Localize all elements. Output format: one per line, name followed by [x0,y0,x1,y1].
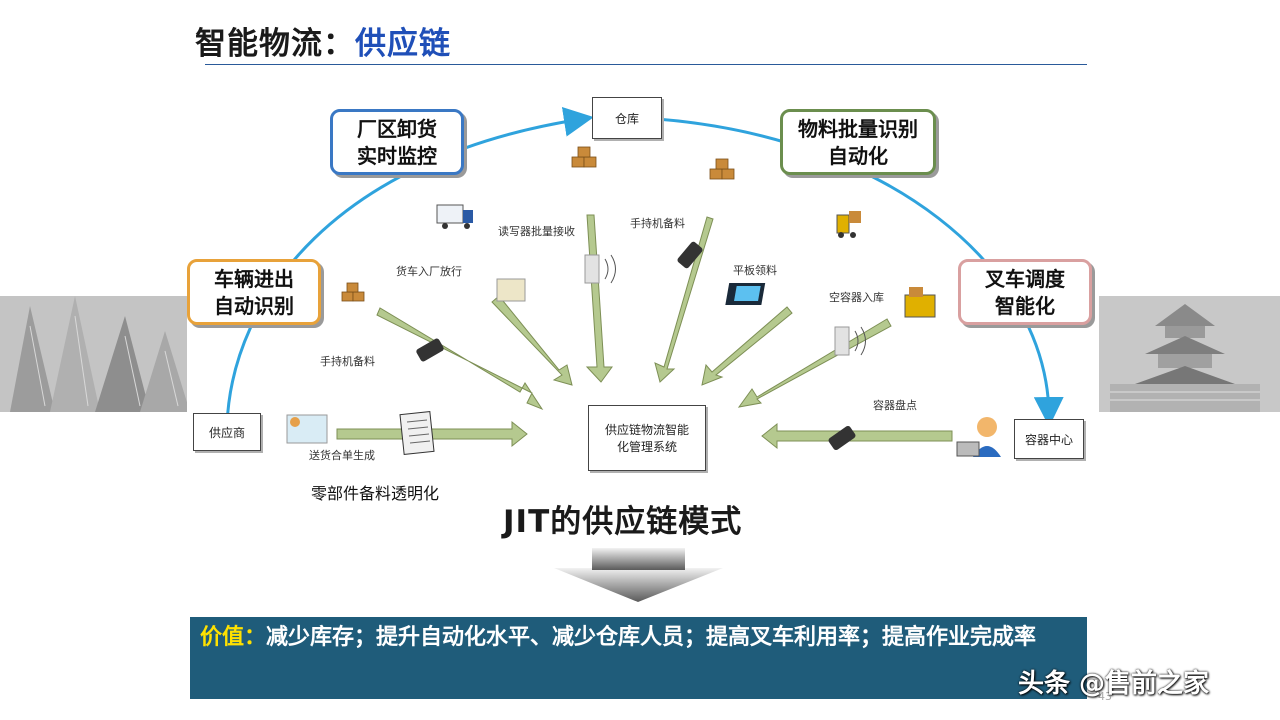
callout-unload-monitoring: 厂区卸货 实时监控 [330,109,464,175]
watermark: 头条 @售前之家 [1018,669,1210,699]
rfid-reader-icon [496,254,850,356]
flow-arc-left [225,106,594,426]
arrow-handheld-top [654,216,714,383]
page-number: 43 [1098,690,1112,703]
callout-line: 自动识别 [214,294,294,318]
tablet-icon [725,283,766,305]
node-line: 化管理系统 [616,440,677,454]
truck-icon [436,204,473,229]
handheld-icon [416,241,856,451]
subcaption: 零部件备料透明化 [311,484,440,503]
diagram-graphics [225,106,1064,457]
arrow-inventory [761,422,953,450]
jit-title: JIT的供应链模式 [503,504,743,540]
label-inventory: 容器盘点 [873,399,917,412]
arrow-tablet [701,306,793,386]
callout-batch-recognition: 物料批量识别 自动化 [780,109,936,175]
label-empty-in: 空容器入库 [829,291,884,304]
title-accent: 供应链 [355,26,451,62]
callout-line: 智能化 [995,294,1055,318]
label-tablet: 平板领料 [733,264,777,277]
callout-vehicle-recognition: 车辆进出 自动识别 [187,259,321,325]
city-skyline-image [0,296,190,412]
arrow-reader [585,214,613,383]
callout-line: 自动化 [828,144,888,168]
node-warehouse: 仓库 [592,97,662,139]
arrow-handheld-left [376,307,544,411]
supply-chain-diagram: 厂区卸货 实时监控 物料批量识别 自动化 车辆进出 自动识别 叉车调度 智能化 … [187,97,1099,473]
operator-icon [956,417,1001,457]
arrow-truck [491,295,573,386]
callout-line: 实时监控 [357,144,437,168]
label-handheld-left: 手持机备料 [320,355,375,368]
callout-line: 厂区卸货 [357,117,437,141]
value-label: 价值： [200,625,267,650]
node-management-system: 供应链物流智能 化管理系统 [588,405,706,471]
temple-image [1090,296,1280,412]
document-icon [399,410,435,456]
label-truck-in: 货车入厂放行 [396,265,462,278]
node-line: 供应链物流智能 [604,423,689,437]
callout-forklift-scheduling: 叉车调度 智能化 [958,259,1092,325]
title-divider [205,64,1087,65]
title-prefix: 智能物流： [195,26,355,62]
callout-line: 车辆进出 [214,267,294,291]
node-supplier: 供应商 [193,413,261,451]
label-reader-batch: 读写器批量接收 [498,225,575,238]
callout-line: 物料批量识别 [798,117,918,141]
forklift-icon [836,211,936,318]
value-text: 减少库存；提升自动化水平、减少仓库人员；提高叉车利用率；提高作业完成率 [266,625,1037,650]
page-title: 智能物流：供应链 [195,18,451,63]
callout-line: 叉车调度 [985,267,1065,291]
label-delivery: 送货合单生成 [309,449,375,462]
arrow-empty [737,318,892,408]
down-arrow-icon [552,546,725,603]
label-handheld-top: 手持机备料 [630,217,685,230]
delivery-person-icon [286,414,328,444]
value-summary: 价值：减少库存；提升自动化水平、减少仓库人员；提高叉车利用率；提高作业完成率 [190,617,1087,699]
flow-arc-right [656,117,1064,427]
node-container-center: 容器中心 [1014,419,1084,459]
boxes-icon [341,146,735,302]
